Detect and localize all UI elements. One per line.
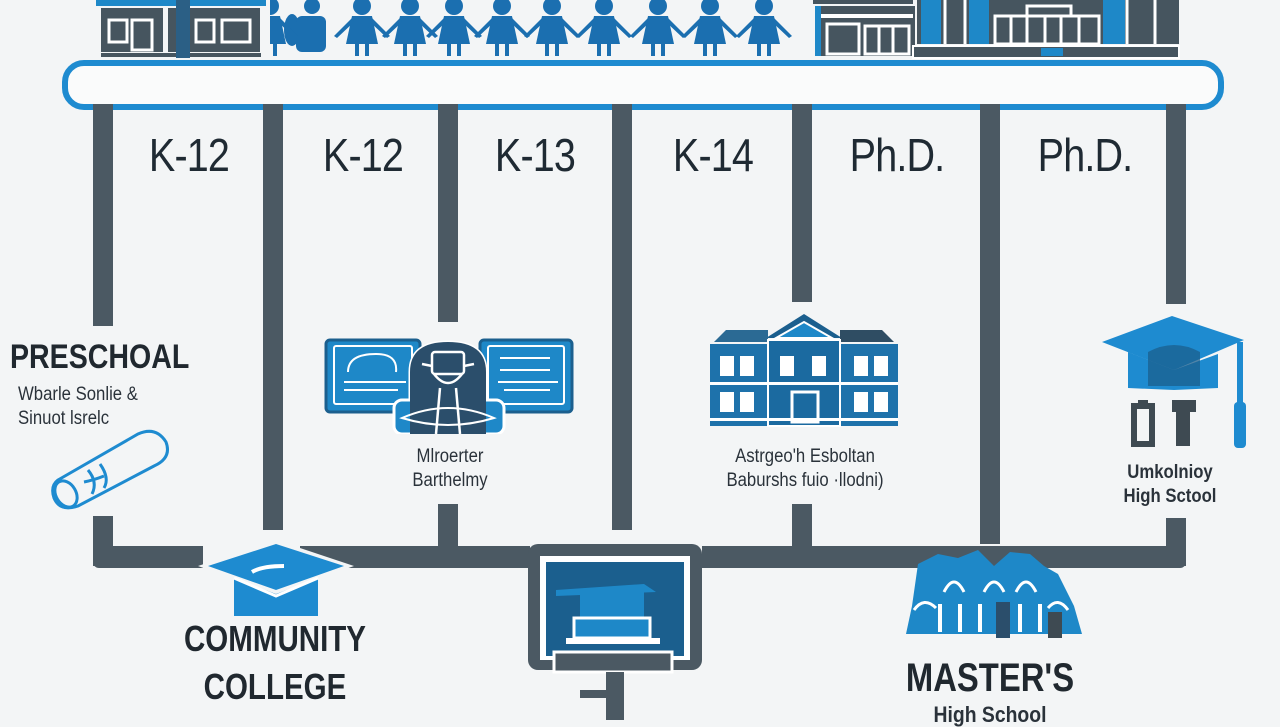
- top-illustration: [0, 0, 1280, 62]
- building-node-caption-line1: Astrgeo'h Esboltan: [735, 446, 875, 467]
- timeline-rail: [62, 60, 1224, 110]
- preschool-caption-line2: Sinuot lsrelc: [18, 408, 110, 429]
- connector-3: [438, 104, 458, 322]
- column-label-3: K-13: [494, 129, 576, 181]
- building-node-caption-line2: Baburshs fuio ·llodni): [726, 470, 884, 491]
- masters-subtitle: High School: [933, 702, 1047, 727]
- bottom-bus-mid: [300, 546, 530, 568]
- university-building-icon: [906, 550, 1082, 638]
- house-icon: [96, 0, 266, 58]
- column-label-5: Ph.D.: [849, 129, 946, 181]
- grad-node-caption-line2: High Sctool: [1123, 486, 1217, 507]
- children-holding-hands-icon: [270, 0, 792, 56]
- campus-building-icon: [813, 0, 1180, 59]
- column-label-1: K-12: [148, 129, 230, 181]
- connector-5: [792, 104, 812, 302]
- preschool-caption-line1: Wbarle Sonlie &: [18, 384, 138, 405]
- graduation-cap-icon: [1102, 316, 1246, 448]
- connector-7: [1166, 104, 1186, 304]
- community-college-title-line1: COMMUNITY: [183, 618, 367, 659]
- preschool-title: PRESCHOAL: [10, 338, 190, 376]
- column-label-2: K-12: [322, 129, 404, 181]
- connector-6: [980, 104, 1000, 544]
- community-college-cap-icon: [198, 542, 354, 616]
- column-label-4: K-14: [672, 129, 754, 181]
- connector-1: [93, 104, 113, 326]
- student-screens-icon: [324, 338, 574, 434]
- column-label-6: Ph.D.: [1037, 129, 1134, 181]
- diploma-scroll-icon: [51, 429, 169, 510]
- grad-node-caption-line1: Umkolnioy: [1127, 462, 1213, 483]
- connector-4: [612, 104, 632, 530]
- connector-2: [263, 104, 283, 530]
- computer-monitor-icon: [528, 544, 702, 720]
- school-building-icon: [710, 314, 898, 427]
- monitor-node-caption-line1: Mlroerter: [416, 446, 484, 467]
- monitor-node-caption-line2: Barthelmy: [412, 470, 488, 491]
- masters-title: MASTER'S: [905, 656, 1075, 700]
- community-college-title-line2: COLLEGE: [203, 666, 347, 707]
- bottom-bus-left: [93, 546, 203, 568]
